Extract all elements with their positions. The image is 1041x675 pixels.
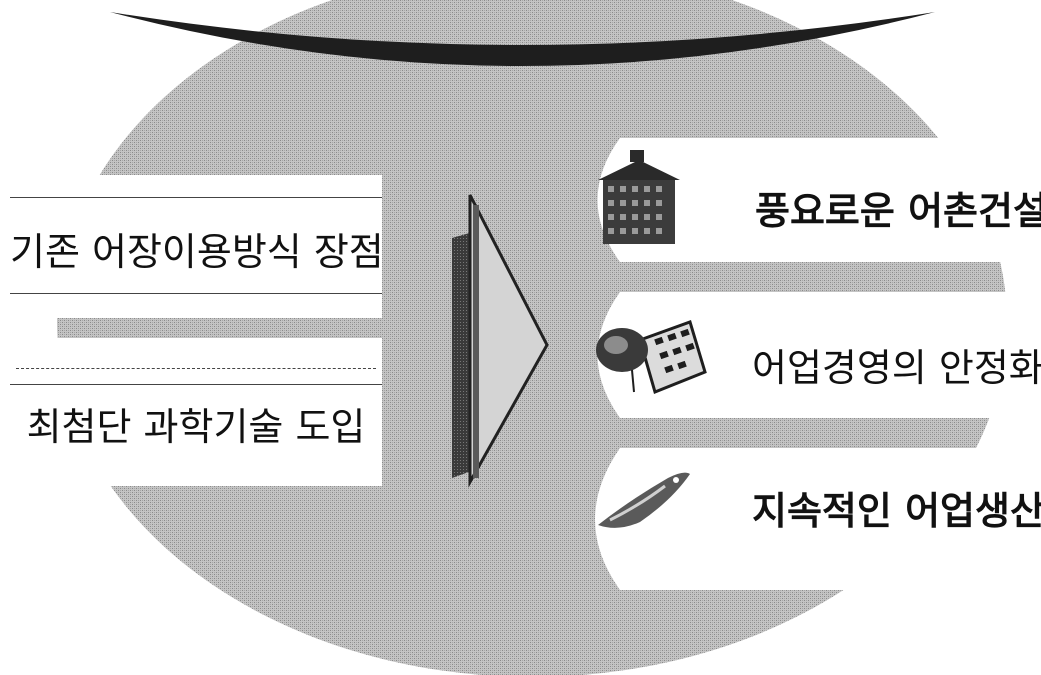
outcome-label-1: 풍요로운 어촌건설 xyxy=(755,189,1041,233)
outcome-lane-2 xyxy=(597,292,1041,418)
arrow-triangle xyxy=(468,194,549,488)
calculator-icon xyxy=(596,320,707,395)
outcome-lane-3 xyxy=(595,448,1041,590)
outcome-label-2: 어업경영의 안정화 xyxy=(752,346,1041,390)
input-box-1-bottom-rule xyxy=(10,293,382,294)
input-label-2: 최첨단 과학기술 도입 xyxy=(26,405,366,449)
top-arc xyxy=(110,12,935,66)
input-label-1: 기존 어장이용방식 장점 xyxy=(10,230,384,274)
input-box-2: 최첨단 과학기술 도입 xyxy=(10,338,382,486)
outcome-lane-1 xyxy=(597,138,1041,262)
input-box-1: 기존 어장이용방식 장점 xyxy=(10,175,384,318)
input-box-2-mid-rule xyxy=(10,384,382,385)
fish-icon xyxy=(598,472,690,528)
input-box-2-top-rule xyxy=(16,368,376,369)
input-box-1-top-rule xyxy=(10,197,382,198)
outcome-label-3: 지속적인 어업생산 xyxy=(752,489,1041,533)
building-icon xyxy=(598,150,680,244)
